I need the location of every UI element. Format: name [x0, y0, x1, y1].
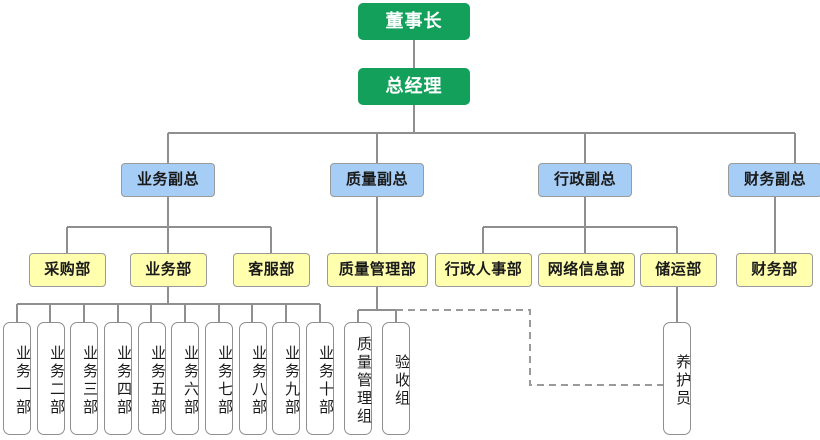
node-dept-business[interactable]: 业务部: [130, 253, 207, 287]
node-team-business-5[interactable]: 业务五部: [138, 322, 166, 435]
node-team-business-5-label: 业务五部: [149, 344, 166, 417]
node-team-business-7[interactable]: 业务七部: [205, 322, 233, 435]
node-dept-quality-management[interactable]: 质量管理部: [327, 253, 428, 287]
node-team-business-3-label: 业务三部: [81, 344, 98, 417]
node-dept-purchase-label: 采购部: [44, 260, 91, 278]
node-team-business-4-label: 业务四部: [115, 344, 132, 417]
node-dept-quality-management-label: 质量管理部: [338, 260, 417, 278]
node-vp-business-label: 业务副总: [136, 170, 199, 188]
node-general-manager[interactable]: 总经理: [358, 68, 470, 105]
node-team-business-1-label: 业务一部: [14, 344, 31, 417]
node-team-business-10-label: 业务十部: [317, 344, 334, 417]
node-team-business-6-label: 业务六部: [182, 344, 199, 417]
node-dept-network-info-label: 网络信息部: [547, 260, 626, 278]
node-vp-quality-label: 质量副总: [345, 170, 408, 188]
node-team-business-4[interactable]: 业务四部: [104, 322, 132, 435]
node-team-business-6[interactable]: 业务六部: [171, 322, 199, 435]
node-chairman-label: 董事长: [385, 11, 443, 32]
node-team-business-7-label: 业务七部: [216, 344, 233, 417]
node-vp-admin[interactable]: 行政副总: [538, 163, 632, 197]
node-team-business-9[interactable]: 业务九部: [272, 322, 300, 435]
node-general-manager-label: 总经理: [385, 76, 443, 97]
node-vp-finance-label: 财务副总: [743, 170, 806, 188]
node-team-acceptance-group[interactable]: 验收组: [382, 322, 410, 435]
node-vp-quality[interactable]: 质量副总: [330, 163, 424, 197]
node-dept-admin-hr[interactable]: 行政人事部: [435, 253, 532, 287]
node-team-business-8[interactable]: 业务八部: [239, 322, 267, 435]
node-dept-finance[interactable]: 财务部: [736, 253, 813, 287]
node-chairman[interactable]: 董事长: [358, 3, 470, 40]
node-team-business-2[interactable]: 业务二部: [37, 322, 65, 435]
node-team-caretaker[interactable]: 养护员: [663, 322, 691, 435]
node-dept-finance-label: 财务部: [751, 260, 798, 278]
node-dept-storage-transport[interactable]: 储运部: [640, 253, 717, 287]
node-dept-customer-service[interactable]: 客服部: [233, 253, 310, 287]
node-vp-finance[interactable]: 财务副总: [728, 163, 820, 197]
node-team-business-2-label: 业务二部: [48, 344, 65, 417]
node-team-business-10[interactable]: 业务十部: [306, 322, 334, 435]
node-dept-admin-hr-label: 行政人事部: [444, 260, 523, 278]
node-team-business-9-label: 业务九部: [283, 344, 300, 417]
node-vp-business[interactable]: 业务副总: [121, 163, 215, 197]
node-dept-purchase[interactable]: 采购部: [29, 253, 106, 287]
node-team-business-8-label: 业务八部: [250, 344, 267, 417]
node-team-quality-management-group-label: 质量管理组: [355, 335, 372, 426]
node-team-quality-management-group[interactable]: 质量管理组: [344, 322, 372, 435]
node-vp-admin-label: 行政副总: [553, 170, 616, 188]
node-dept-customer-service-label: 客服部: [248, 260, 295, 278]
node-team-acceptance-group-label: 验收组: [393, 353, 410, 408]
node-dept-network-info[interactable]: 网络信息部: [538, 253, 635, 287]
edge-dashed-quality-to-caretaker: [396, 309, 663, 386]
node-team-business-1[interactable]: 业务一部: [3, 322, 31, 435]
node-team-business-3[interactable]: 业务三部: [70, 322, 98, 435]
node-team-caretaker-label: 养护员: [674, 353, 691, 408]
node-dept-business-label: 业务部: [145, 260, 192, 278]
node-dept-storage-transport-label: 储运部: [655, 260, 702, 278]
